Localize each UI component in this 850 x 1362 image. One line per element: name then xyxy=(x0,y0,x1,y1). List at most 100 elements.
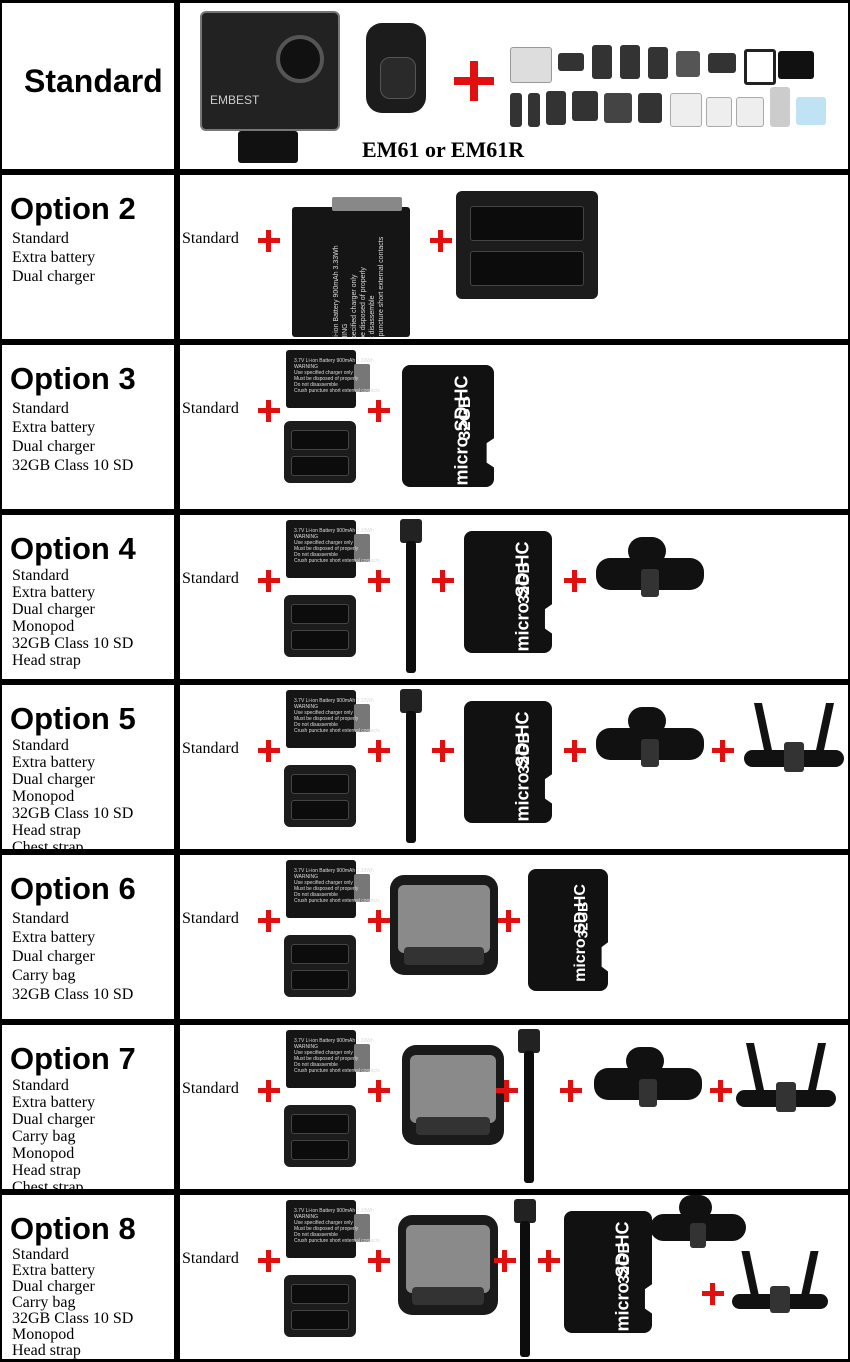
remote-wristband-image xyxy=(366,23,426,113)
plus-icon xyxy=(368,570,390,592)
battery-text-line: WARNING xyxy=(294,874,318,880)
option-item: Carry bag xyxy=(12,967,76,984)
option-item: Extra battery xyxy=(12,1262,96,1279)
charger-slot xyxy=(291,455,349,477)
monopod-image xyxy=(520,1221,530,1357)
battery-text-line: 3.7V Li-ion Battery 900mAh 3.33Wh xyxy=(333,245,340,339)
option-item: Chest strap xyxy=(12,1179,84,1189)
strap-mount xyxy=(641,738,659,767)
strap-mount xyxy=(639,1078,657,1107)
option-item: Chest strap xyxy=(12,839,84,849)
monopod-image xyxy=(406,541,416,673)
battery-text-line: Crush puncture short external contacts xyxy=(294,1238,380,1244)
plus-icon xyxy=(496,1080,518,1102)
plus-icon xyxy=(432,570,454,592)
battery-text-line: 3.7V Li-ion Battery 900mAh 3.33Wh xyxy=(294,698,374,704)
camera-lens xyxy=(276,35,324,83)
charger-slot xyxy=(291,1113,349,1135)
carry-bag-inner xyxy=(410,1055,496,1123)
battery-text-line: Use specified charger only xyxy=(294,880,353,886)
option-title: Option 8 xyxy=(10,1211,136,1246)
standard-label: Standard xyxy=(182,570,239,587)
plus-icon xyxy=(258,1250,280,1272)
option-item: Extra battery xyxy=(12,1094,96,1111)
carry-bag-tray xyxy=(404,947,484,965)
dual-charger-image xyxy=(284,1105,356,1167)
option-item: Monopod xyxy=(12,1326,75,1343)
option-item: Standard xyxy=(12,910,69,927)
plus-icon xyxy=(710,1080,732,1102)
accessories-image xyxy=(510,43,848,133)
battery-cap xyxy=(354,1044,370,1072)
plus-icon xyxy=(368,910,390,932)
plus-icon xyxy=(368,1250,390,1272)
dual-charger-image xyxy=(284,1275,356,1337)
battery-text-line: Use specified charger only xyxy=(294,540,353,546)
battery-cap xyxy=(354,1214,370,1242)
option-item: Dual charger xyxy=(12,948,95,965)
option-product-cell: Standard 3.7V Li-ion Battery 900mAh 3.33W… xyxy=(180,175,848,339)
charger-slot xyxy=(291,1283,349,1305)
dual-charger-image xyxy=(284,765,356,827)
charger-slot xyxy=(291,1139,349,1161)
option-item: Extra battery xyxy=(12,584,96,601)
standard-label: Standard xyxy=(182,230,239,247)
sd-card-capacity: 32GB xyxy=(615,1241,633,1284)
battery-text-line: Must be disposed of properly xyxy=(294,716,359,722)
camera-mount-image xyxy=(238,131,298,163)
monopod-head xyxy=(400,689,422,713)
plus-icon xyxy=(258,230,280,252)
battery-text-line: Crush puncture short external contacts xyxy=(294,898,380,904)
strap-mount xyxy=(690,1222,706,1248)
option-item: Extra battery xyxy=(12,754,96,771)
battery-text-line: Must be disposed of properly xyxy=(294,1226,359,1232)
action-camera-image: EMBEST xyxy=(200,11,340,131)
battery-cap xyxy=(332,197,402,211)
battery-text-line: Do not disassemble xyxy=(294,552,338,558)
battery-text-line: Must be disposed of properly xyxy=(294,376,359,382)
head-strap-image xyxy=(650,1195,746,1257)
option-item: Dual charger xyxy=(12,771,95,788)
battery-text-line: Do not disassemble xyxy=(294,892,338,898)
option-item: 32GB Class 10 SD xyxy=(12,986,134,1003)
plus-icon xyxy=(564,740,586,762)
battery-text-line: Do not disassemble xyxy=(369,295,376,339)
standard-title: Standard xyxy=(24,63,163,99)
sd-card-capacity: 32GB xyxy=(455,395,475,440)
battery-text-line: Do not disassemble xyxy=(294,1232,338,1238)
carry-bag-tray xyxy=(412,1287,484,1305)
option-title: Option 6 xyxy=(10,871,136,906)
option-title: Option 3 xyxy=(10,361,136,396)
option-title: Option 2 xyxy=(10,191,136,226)
chest-strap-mount xyxy=(770,1286,790,1314)
chest-strap-image xyxy=(744,703,844,789)
dual-charger-image xyxy=(284,935,356,997)
standard-row: Standard EMBEST xyxy=(0,0,850,172)
battery-text-line: Use specified charger only xyxy=(294,1220,353,1226)
battery-text-line: Crush puncture short external contacts xyxy=(294,1068,380,1074)
plus-icon xyxy=(430,230,452,252)
battery-text-line: Must be disposed of properly xyxy=(294,886,359,892)
strap-top xyxy=(626,1047,665,1075)
chest-strap-mount xyxy=(776,1081,796,1112)
plus-icon xyxy=(258,740,280,762)
battery-text-line: Use specified charger only xyxy=(294,1050,353,1056)
plus-icon xyxy=(702,1283,724,1305)
